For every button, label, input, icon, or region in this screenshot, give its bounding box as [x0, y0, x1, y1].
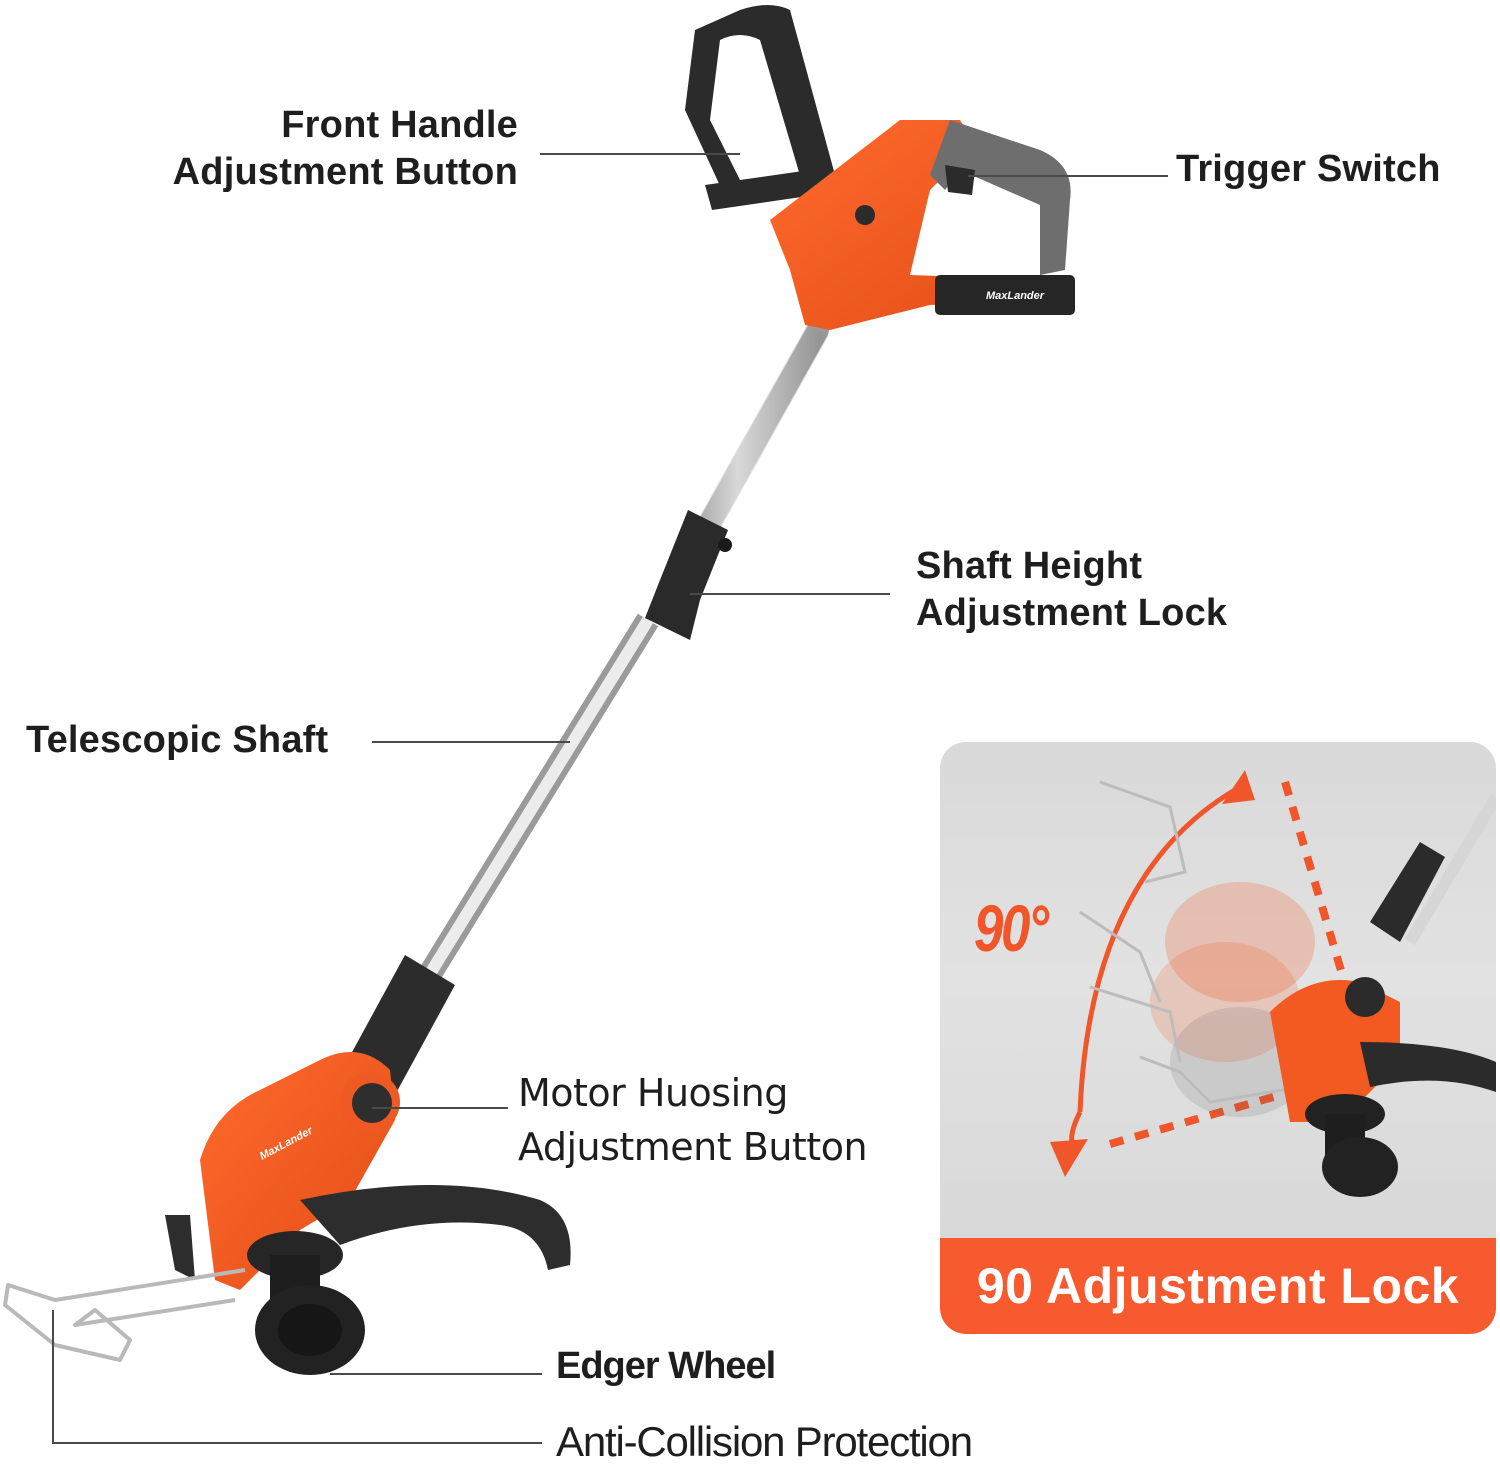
- trigger-handle-assembly-icon: MaxLander: [685, 5, 1075, 330]
- leader-line-shaft-height: [690, 593, 890, 595]
- callout-shaft-height-line2: Adjustment Lock: [916, 592, 1228, 634]
- callout-shaft-height: Shaft Height Adjustment Lock: [916, 543, 1227, 637]
- callout-trigger-switch-line1: Trigger Switch: [1176, 148, 1441, 190]
- leader-line-anti-collision: [52, 1442, 542, 1444]
- callout-front-handle-line2: Adjustment Button: [172, 151, 518, 193]
- motor-adjust-button-icon: [352, 1083, 392, 1123]
- anti-collision-wire-icon: [3, 1268, 246, 1362]
- leader-line-front-handle: [540, 153, 740, 155]
- adjustment-lock-banner-text: 90 Adjustment Lock: [976, 1258, 1460, 1314]
- telescopic-shaft-icon: [409, 319, 829, 997]
- rotation-angle-label: 90°: [974, 891, 1049, 965]
- adjustment-lock-banner: 90 Adjustment Lock: [940, 1238, 1496, 1334]
- leader-line-telescopic: [372, 741, 570, 743]
- callout-telescopic-shaft: Telescopic Shaft: [26, 717, 328, 764]
- motor-housing-icon: MaxLander: [165, 1052, 571, 1375]
- callout-edger-wheel: Edger Wheel: [556, 1343, 776, 1390]
- leader-line-anti-collision-vertical: [52, 1310, 54, 1444]
- callout-motor-housing-line2: Adjustment Button: [518, 1125, 868, 1169]
- leader-line-trigger: [968, 175, 1168, 177]
- callout-front-handle-line1: Front Handle: [281, 104, 518, 146]
- callout-telescopic-shaft-line1: Telescopic Shaft: [26, 719, 329, 761]
- rotation-arc-arrow-icon: [1050, 770, 1496, 1197]
- callout-front-handle: Front Handle Adjustment Button: [100, 102, 518, 196]
- rotation-inset-panel: 90° 90 Adjustment Lock: [940, 742, 1496, 1334]
- leader-line-motor: [372, 1107, 508, 1109]
- callout-shaft-height-line1: Shaft Height: [916, 545, 1143, 587]
- grass-guard-icon: [300, 1185, 571, 1270]
- callout-motor-housing: Motor Huosing Adjustment Button: [518, 1066, 868, 1174]
- shaft-lock-collar-icon: [645, 510, 732, 640]
- leader-line-edger: [330, 1373, 542, 1375]
- callout-anti-collision: Anti-Collision Protection: [556, 1418, 973, 1465]
- callout-anti-collision-line1: Anti-Collision Protection: [556, 1418, 973, 1465]
- svg-text:MaxLander: MaxLander: [986, 290, 1045, 302]
- callout-trigger-switch: Trigger Switch: [1176, 146, 1441, 193]
- callout-edger-wheel-line1: Edger Wheel: [556, 1345, 776, 1387]
- callout-motor-housing-line1: Motor Huosing: [518, 1071, 788, 1115]
